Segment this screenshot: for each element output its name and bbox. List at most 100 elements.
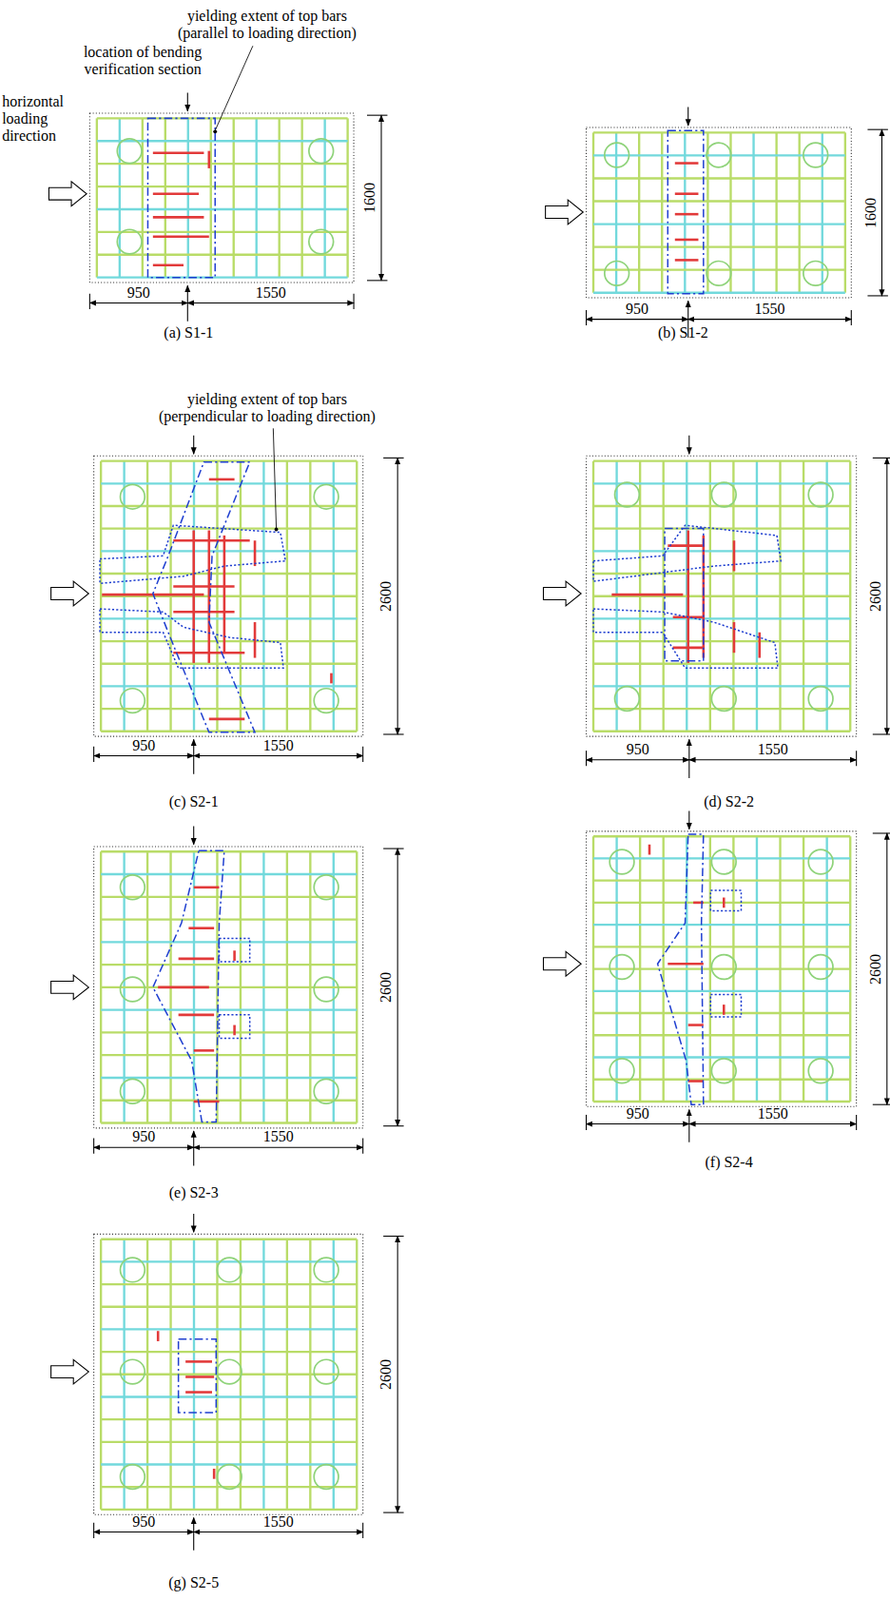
pile [216, 1257, 242, 1282]
yielded-bar [232, 949, 236, 961]
pile [313, 688, 339, 714]
rebar [593, 662, 851, 665]
dimension-tick [93, 746, 95, 762]
rebar [100, 940, 357, 943]
rebar [193, 461, 195, 732]
pile [711, 849, 736, 874]
rebar [100, 917, 357, 920]
dimension-label: 950 [132, 1127, 155, 1145]
rebar [300, 117, 303, 277]
yield-extent-parallel [153, 462, 255, 733]
rebar [100, 1007, 357, 1010]
pile [120, 1358, 146, 1384]
dimension-tick [367, 279, 387, 281]
dimension-tick [585, 309, 587, 326]
dimension-line [193, 754, 364, 756]
section-arrow [688, 1109, 690, 1142]
rebar [100, 1373, 357, 1375]
rebar [100, 482, 357, 484]
yield-extent-perpendicular [710, 993, 741, 1017]
dimension-tick [383, 457, 404, 459]
section-arrow [193, 738, 194, 774]
dimension-label: 1550 [263, 1127, 294, 1145]
yield-extent-perpendicular [99, 608, 284, 668]
dimension-tick [851, 309, 852, 326]
dimension-line [586, 318, 689, 320]
dimension-line [586, 1122, 690, 1124]
dimension-line [397, 1236, 399, 1513]
rebar [683, 132, 686, 292]
dimension-label: 950 [127, 284, 151, 302]
pile [615, 482, 640, 507]
section-arrow [687, 107, 689, 126]
loading-arrow [542, 580, 581, 606]
panel-caption: (c) S2-1 [169, 793, 219, 811]
loading-arrow [48, 181, 87, 207]
rebar [100, 1350, 357, 1353]
yielded-bar [688, 1079, 704, 1083]
yielded-bar [675, 258, 699, 262]
yielded-bar [153, 215, 205, 219]
slab-outline [586, 455, 857, 736]
pile [711, 1058, 736, 1084]
pile [808, 686, 833, 712]
yielded-bar [675, 212, 699, 216]
dimension-tick [93, 1138, 95, 1154]
dimension-label: 950 [625, 300, 649, 318]
rebar [100, 549, 357, 552]
pile [120, 976, 146, 1002]
dimension-line [886, 457, 888, 735]
rebar [100, 1440, 357, 1443]
yielded-bar [157, 986, 210, 989]
rebar [278, 117, 281, 277]
yielded-bar [675, 192, 699, 195]
pile [808, 849, 833, 874]
pile [216, 1358, 242, 1384]
dimension-tick [353, 293, 355, 310]
rebar [100, 662, 357, 665]
dimension-tick [383, 733, 404, 735]
dimension-tick [362, 746, 364, 762]
yielded-bar [675, 238, 699, 242]
rebar [100, 850, 357, 852]
rebar [752, 132, 755, 292]
rebar [100, 572, 357, 575]
dimension-line [688, 318, 852, 320]
rebar [100, 1394, 357, 1397]
yielded-bar [185, 1374, 214, 1378]
dimension-tick [855, 1114, 857, 1130]
yielded-bar [675, 161, 699, 165]
yielded-bar [153, 234, 210, 238]
rebar [593, 923, 851, 926]
rebar [593, 131, 846, 134]
pile [615, 686, 640, 712]
rebar [100, 1076, 357, 1079]
dimension-label: 2600 [867, 953, 885, 985]
rebar [232, 117, 235, 277]
panel-caption: (d) S2-2 [703, 793, 755, 811]
rebar [592, 132, 595, 292]
annotation: horizontal loading direction [1, 93, 74, 145]
rebar [100, 1121, 357, 1123]
rebar [100, 986, 357, 988]
leader-line [272, 427, 276, 528]
panel-caption: (a) S1-1 [163, 324, 213, 342]
loading-arrow [51, 580, 90, 606]
pile [808, 954, 833, 980]
section-arrow [193, 1130, 194, 1165]
rebar [100, 617, 357, 620]
yielded-bar [156, 1330, 160, 1341]
yielded-bar [193, 1100, 220, 1103]
rebar [164, 117, 167, 277]
section-arrow [193, 1516, 194, 1549]
rebar [593, 878, 851, 881]
yielded-bar [667, 962, 704, 966]
pile [604, 260, 630, 286]
pile [313, 1358, 339, 1384]
yielded-bar [185, 1359, 213, 1363]
pile [706, 260, 732, 286]
dimension-label: 1550 [754, 300, 785, 318]
dimension-line [586, 758, 690, 760]
rebar [593, 1011, 851, 1014]
slab-outline [94, 846, 364, 1128]
